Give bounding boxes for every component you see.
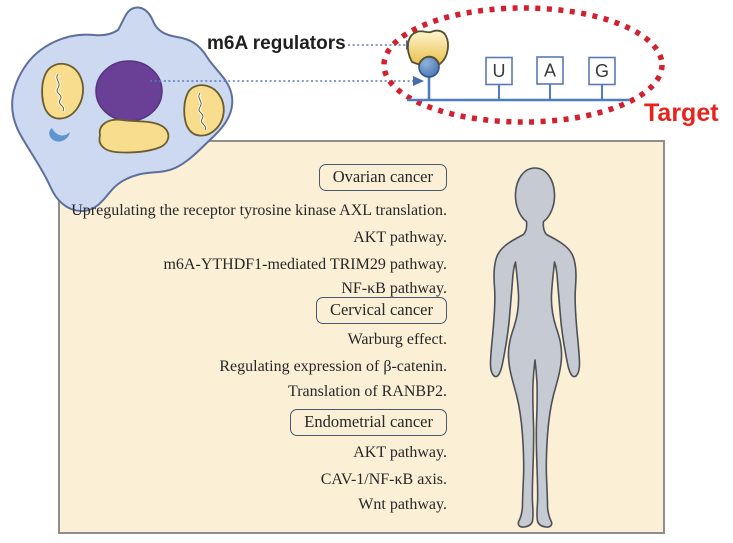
target-ellipse — [381, 5, 665, 125]
rna-base-a: A — [536, 56, 564, 100]
m6a-regulators-label: m6A regulators — [207, 33, 346, 54]
cell-illustration — [11, 6, 234, 213]
rna-base-u: U — [485, 56, 513, 100]
pathway-line: CAV-1/NF-κB axis. — [320, 471, 447, 488]
pathway-line: Warburg effect. — [347, 331, 447, 348]
pathway-line: Translation of RANBP2. — [288, 383, 447, 400]
mitochondrion-icon — [41, 62, 84, 120]
rna-base-g: G — [588, 56, 616, 100]
pathway-line: AKT pathway. — [353, 444, 447, 461]
mitochondrion-icon — [183, 84, 225, 137]
vesicle-crescent — [49, 128, 70, 142]
m6a-reader-protein-icon — [406, 29, 449, 66]
pathway-line: Upregulating the receptor tyrosine kinas… — [71, 202, 447, 219]
golgi-body — [98, 118, 170, 154]
pathway-line: NF-κB pathway. — [341, 280, 447, 297]
svg-text:A: A — [544, 61, 556, 81]
svg-text:U: U — [493, 61, 506, 81]
cancer-label-ovarian: Ovarian cancer — [318, 164, 447, 191]
target-label: Target — [644, 99, 719, 127]
pathway-line: Regulating expression of β-catenin. — [219, 358, 447, 375]
human-body-silhouette — [489, 167, 581, 528]
rna-strand: U A G — [406, 29, 630, 102]
pathway-line: AKT pathway. — [353, 229, 447, 246]
pathway-line: Wnt pathway. — [358, 496, 447, 513]
svg-text:G: G — [595, 61, 609, 81]
pathway-line: m6A-YTHDF1-mediated TRIM29 pathway. — [163, 256, 447, 273]
arrowhead-icon — [413, 76, 424, 86]
nucleus — [95, 60, 163, 122]
cancer-label-endometrial: Endometrial cancer — [290, 409, 447, 436]
cancer-label-cervical: Cervical cancer — [315, 297, 447, 324]
